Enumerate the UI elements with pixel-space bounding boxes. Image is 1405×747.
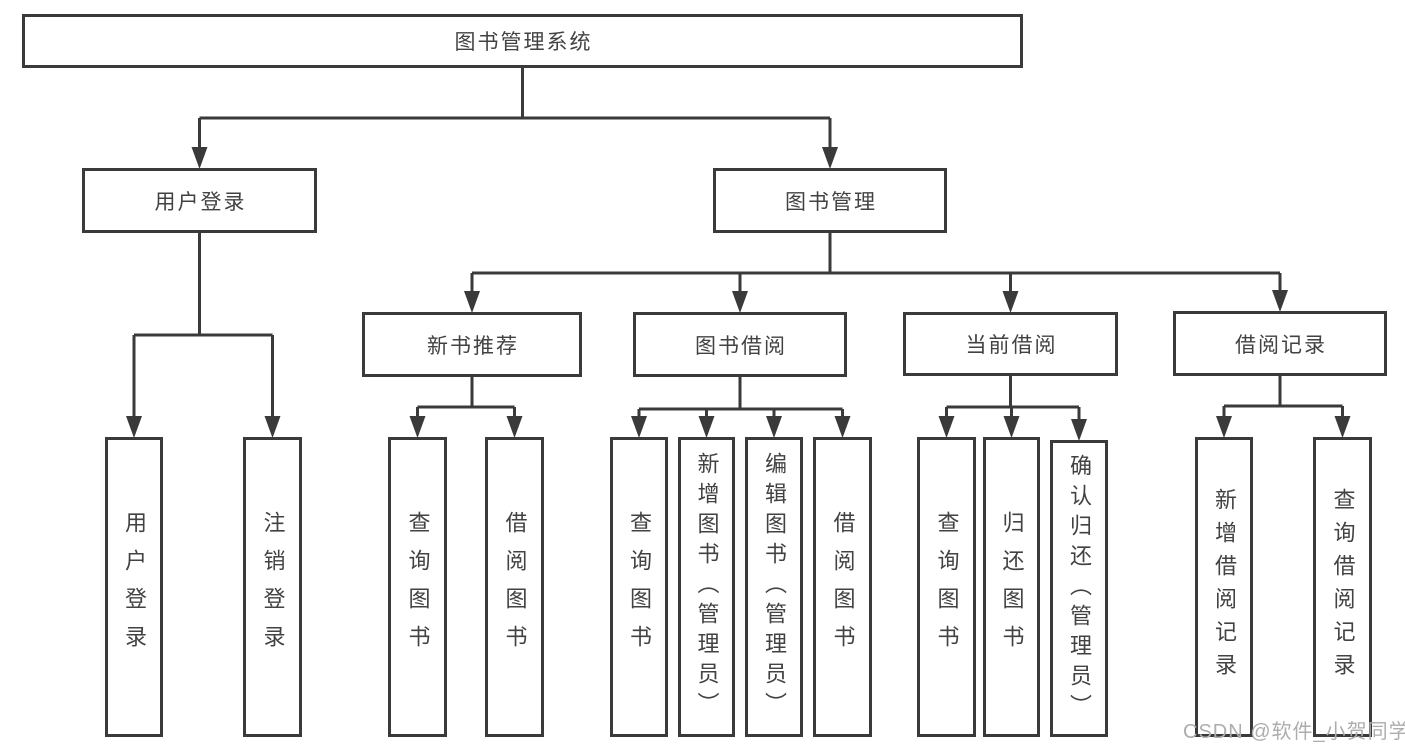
node-book-borrow: 图书借阅 <box>633 312 847 377</box>
arrowhead-icon <box>191 147 208 169</box>
node-book-mgmt: 图书管理 <box>713 168 947 233</box>
connector-borrow-records <box>1222 376 1344 418</box>
node-leaf-logout-login: 注销登录 <box>243 437 302 737</box>
node-root: 图书管理系统 <box>22 14 1023 68</box>
arrowhead-icon <box>631 416 647 438</box>
arrowhead-icon <box>1071 419 1087 441</box>
connector-new-books <box>416 377 516 418</box>
node-current-borrow: 当前借阅 <box>903 312 1118 376</box>
connector-root <box>198 68 832 149</box>
arrowhead-icon <box>264 416 281 438</box>
node-leaf-user-login: 用户登录 <box>105 437 163 737</box>
node-leaf-add-books-admin: 新增图书（管理员） <box>678 437 735 737</box>
connector-current-borrow <box>945 376 1081 421</box>
arrowhead-icon <box>506 416 523 438</box>
node-leaf-return-books: 归还图书 <box>983 437 1040 737</box>
arrowhead-icon <box>766 416 782 438</box>
node-new-books: 新书推荐 <box>362 312 582 377</box>
arrowhead-icon <box>409 416 426 438</box>
connector-book-borrow <box>637 377 844 418</box>
arrowhead-icon <box>1334 416 1351 438</box>
arrowhead-icon <box>698 416 715 438</box>
arrowhead-icon <box>1002 291 1019 313</box>
arrowhead-icon <box>938 416 955 438</box>
node-leaf-query-books-new: 查询图书 <box>388 437 447 737</box>
arrowhead-icon <box>126 416 142 438</box>
arrowhead-icon <box>732 291 748 313</box>
arrowhead-icon <box>822 147 838 169</box>
arrowhead-icon <box>1003 416 1020 438</box>
watermark: CSDN @软件_小贺同学 <box>1183 721 1405 743</box>
node-borrow-records: 借阅记录 <box>1173 311 1387 376</box>
node-user-login: 用户登录 <box>82 168 317 233</box>
connector-user-login <box>132 233 274 418</box>
node-leaf-query-books-current: 查询图书 <box>917 437 976 737</box>
node-leaf-borrow-books-borrow: 借阅图书 <box>813 437 872 737</box>
arrowhead-icon <box>1272 290 1288 312</box>
arrowhead-icon <box>1216 416 1232 438</box>
node-leaf-query-books-borrow: 查询图书 <box>610 437 668 737</box>
node-leaf-borrow-books-new: 借阅图书 <box>485 437 544 737</box>
node-leaf-add-borrow-record: 新增借阅记录 <box>1195 437 1253 737</box>
arrowhead-icon <box>834 416 851 438</box>
node-leaf-edit-books-admin: 编辑图书（管理员） <box>745 437 803 737</box>
node-leaf-confirm-return-admin: 确认归还（管理员） <box>1050 440 1108 737</box>
arrowhead-icon <box>464 291 480 313</box>
node-leaf-query-borrow-record: 查询借阅记录 <box>1313 437 1372 737</box>
connector-book-mgmt <box>470 233 1282 293</box>
